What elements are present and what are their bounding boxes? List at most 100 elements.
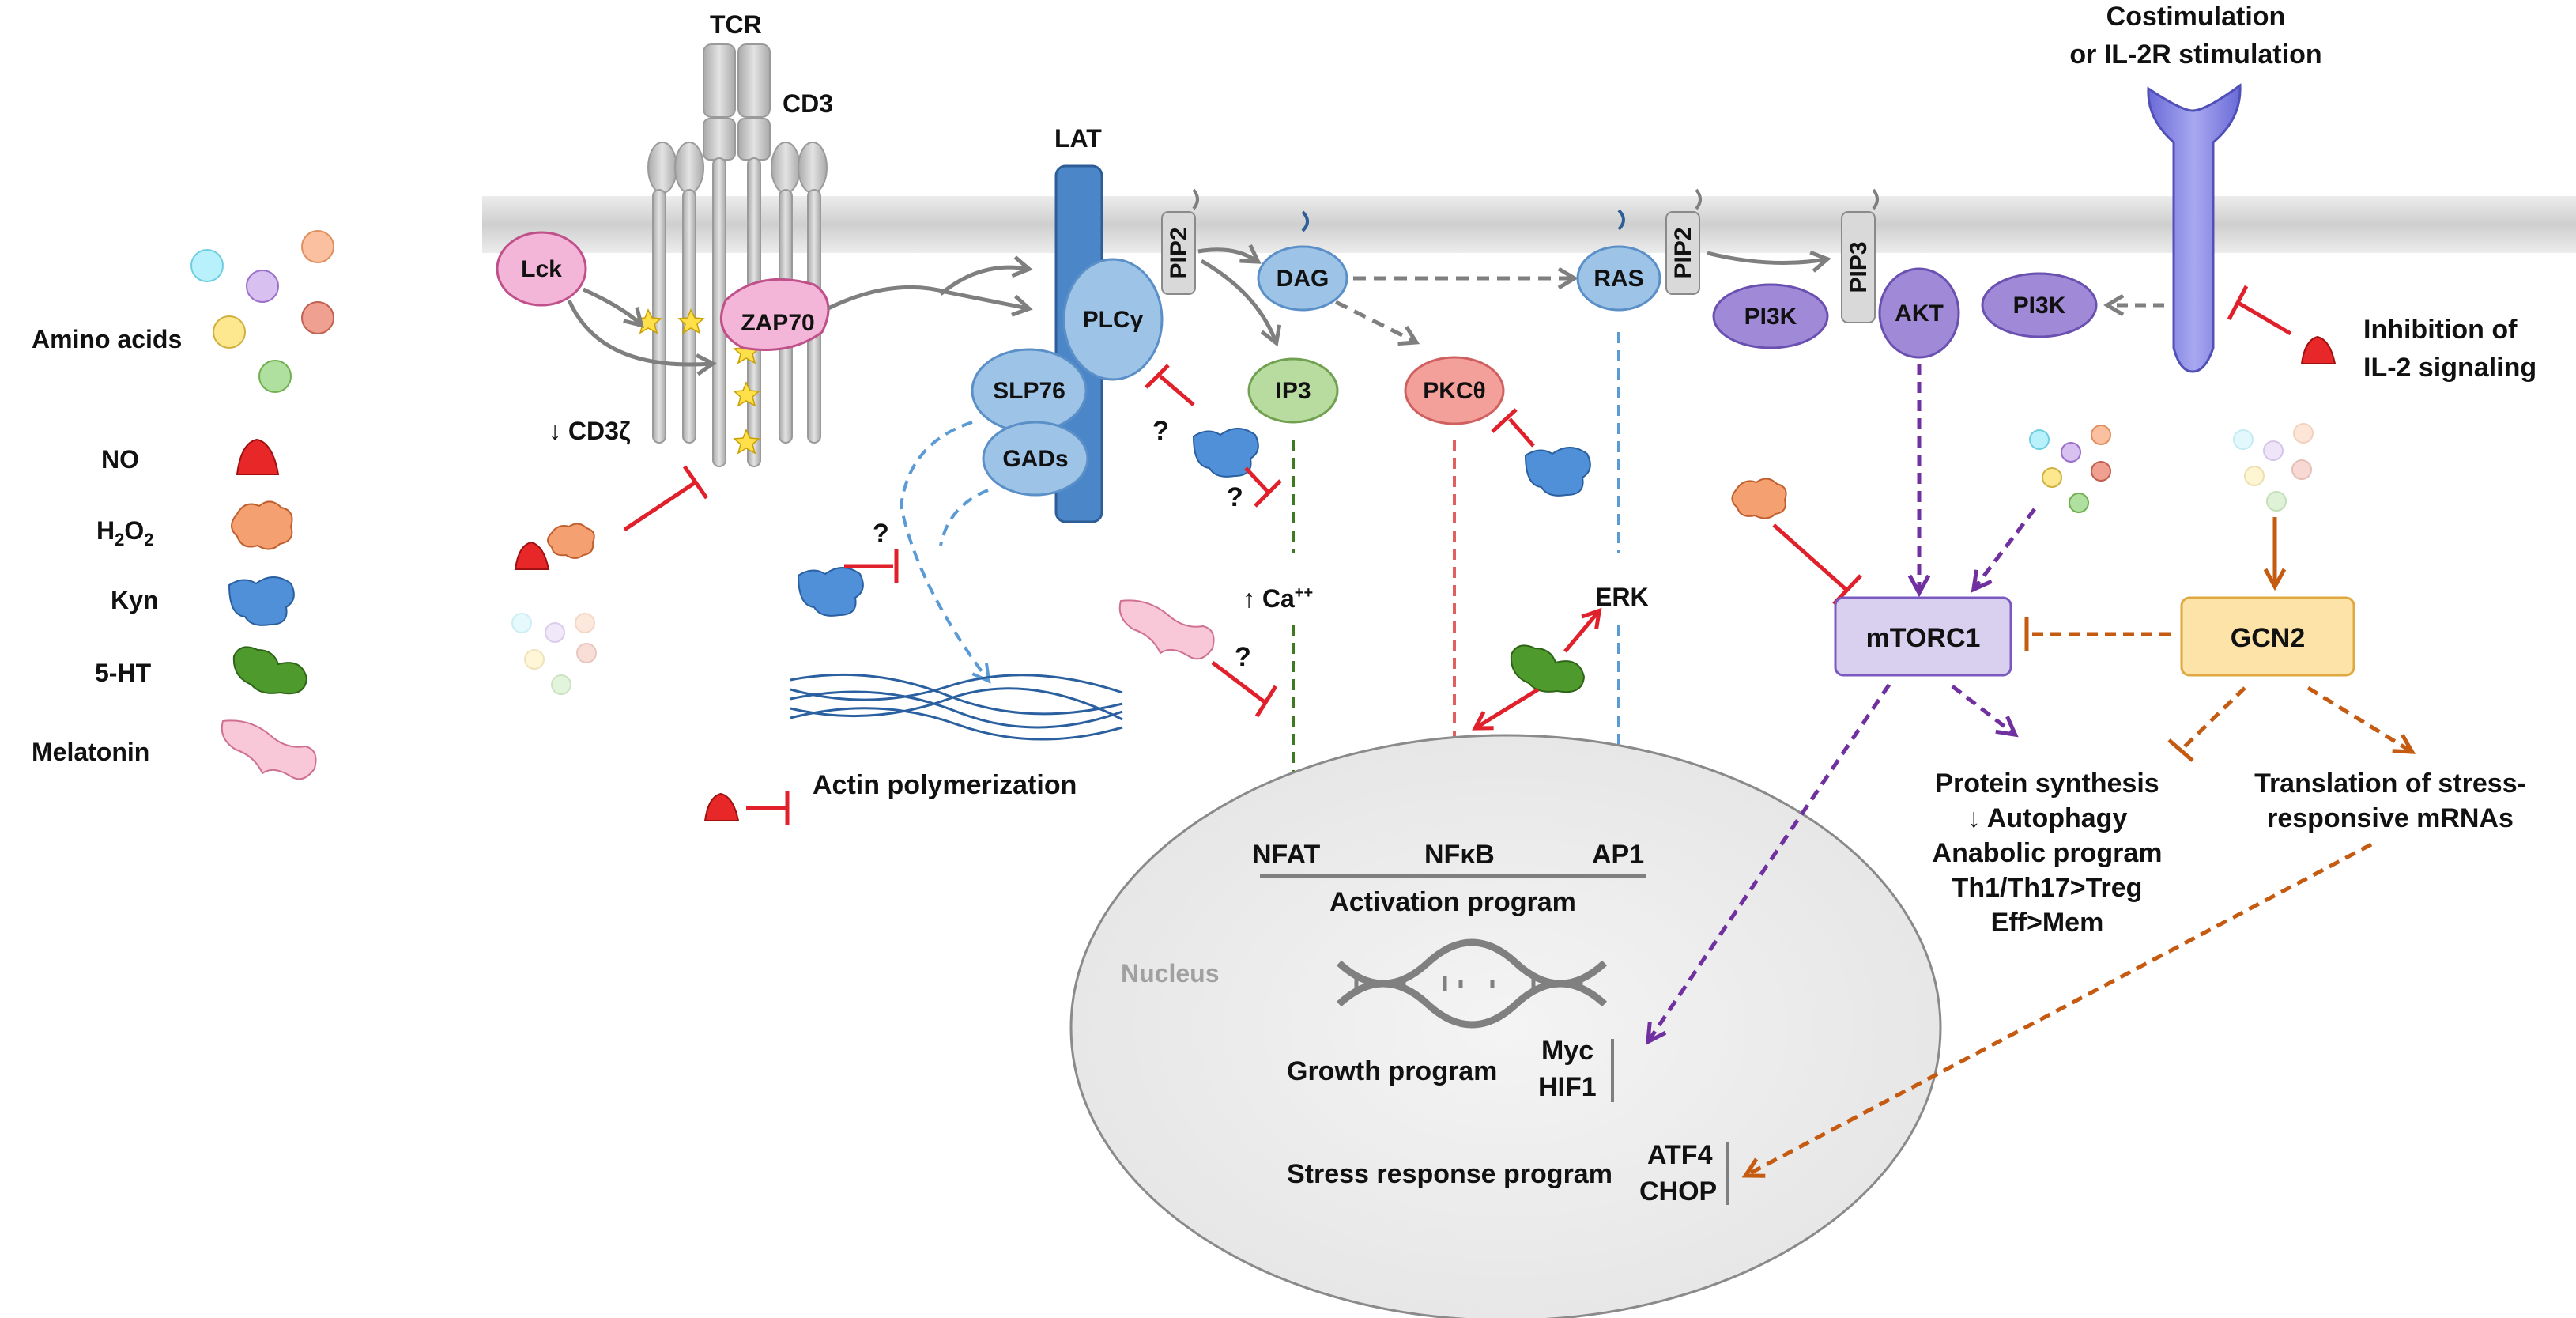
pi3k-label: PI3K: [1744, 304, 1797, 330]
lck-node: [496, 231, 587, 307]
amino-acid-dot: [2061, 442, 2081, 463]
pi3k-node: [1981, 272, 2098, 338]
pkc-node: [1404, 356, 1505, 425]
inhibition-bar: [682, 465, 709, 500]
melatonin-ca-inhibition: [1211, 661, 1266, 704]
pip2-to-dag-arrow: [1197, 250, 1257, 261]
amino-acid-dot: [511, 613, 532, 633]
itam-star-icon: [733, 429, 760, 455]
h2o2-icon: [547, 523, 595, 559]
pi3k-node: [1712, 283, 1829, 349]
lck-label: Lck: [521, 256, 562, 282]
pip3-headgroup: [1872, 188, 1879, 210]
inhibition-bar: [2167, 738, 2194, 762]
plcg-label: PLCγ: [1083, 307, 1144, 333]
akt-label: AKT: [1895, 300, 1944, 327]
cd3-domain: [647, 142, 677, 194]
mtorc1-node: [1834, 596, 2012, 677]
inhibition-bar: [1145, 364, 1170, 389]
no-icon: [236, 438, 280, 475]
il2r-receptor: [2147, 83, 2242, 373]
hif1-label: HIF1: [1538, 1072, 1597, 1102]
amino-acid-dot: [524, 649, 545, 670]
slp76-to-actin-arrow: [899, 421, 988, 680]
actin-label: Actin polymerization: [813, 770, 1077, 800]
tcr-cd3-complex: TCR CD3: [635, 10, 833, 467]
amino-acid-dot: [2091, 425, 2111, 445]
itam-star-icon: [677, 308, 705, 334]
tcr-beta-chain: [737, 43, 771, 118]
question-mark: ?: [1235, 642, 1251, 672]
pkc-label: PKCθ: [1423, 378, 1486, 404]
nucleus-label: Nucleus: [1121, 959, 1219, 988]
akt-node: [1878, 267, 1960, 359]
amino-acid-dot: [2266, 491, 2287, 512]
cd3-label: CD3: [783, 89, 833, 118]
amino-acid-dot: [301, 230, 334, 263]
atf4-label: ATF4: [1647, 1140, 1713, 1170]
lck-to-itam-arrow: [582, 287, 640, 324]
ca-label: ↑ Ca++: [1243, 584, 1313, 613]
stress-program: Stress response program: [1287, 1159, 1612, 1189]
itam-star-icon: [733, 381, 760, 407]
gads-node: [982, 421, 1089, 497]
gads-to-actin-branch: [939, 489, 989, 546]
amino-acid-dot: [2263, 440, 2284, 461]
ip3-label: IP3: [1275, 378, 1311, 404]
cd3zeta-inhibition: [623, 480, 697, 532]
il2-inhibition: [2235, 300, 2292, 336]
plasma-membrane: [482, 196, 2576, 253]
mtor-output: ↓ Autophagy: [1967, 803, 2128, 833]
serotonin-icon: [1510, 644, 1586, 693]
erk-label: ERK: [1595, 583, 1649, 611]
gcn2-output-1: Translation of stress-: [2254, 769, 2526, 799]
pip2-headgroup: [1695, 188, 1702, 210]
amino-acid-dot: [551, 674, 571, 695]
ras-node: [1576, 245, 1661, 312]
h2o2-icon: [1731, 478, 1787, 519]
slp76-label: SLP76: [993, 378, 1065, 404]
tf-ap1: AP1: [1592, 840, 1644, 870]
growth-program: Growth program: [1287, 1056, 1497, 1086]
pip2-label: PIP2: [1166, 227, 1192, 278]
translation-to-stress-arrow: [1741, 842, 2373, 1178]
serotonin-to-erk-arrow: [1563, 612, 1598, 653]
pip3-node: [1841, 211, 1876, 323]
zap70-to-plcg-arrow: [939, 267, 1028, 296]
pip2-to-ip3-arrow: [1200, 259, 1276, 342]
ras-label: RAS: [1593, 266, 1643, 292]
legend-5ht: 5-HT: [95, 659, 152, 687]
cd3-domain: [674, 142, 704, 194]
h2o2-mtorc1-inhibition: [1772, 523, 1848, 591]
amino-acid-dot: [213, 315, 246, 349]
lat-label: LAT: [1054, 124, 1102, 153]
mtor-output: Eff>Mem: [1991, 908, 2104, 938]
nucleus: [1069, 734, 1942, 1318]
tcr-alpha-chain: [703, 43, 736, 118]
kyn-plcg-inhibition: [1159, 375, 1195, 406]
amino-acid-dot: [246, 270, 279, 303]
amino-acid-dot: [301, 301, 334, 334]
tcr-beta-const: [737, 118, 771, 161]
mtorc1-to-outputs-arrow: [1951, 685, 2019, 738]
legend: Amino acids NO H2O2 Kyn 5-HT Melatonin: [32, 230, 334, 780]
cd3-domain: [771, 142, 801, 194]
ip3-node: [1247, 357, 1339, 424]
no-icon: [703, 792, 740, 821]
zap70-label: ZAP70: [741, 310, 814, 336]
kyn-pkc-inhibition: [1508, 417, 1535, 448]
mtor-output: Th1/Th17>Treg: [1952, 873, 2143, 903]
pip2-node: [1665, 211, 1700, 295]
gcn2-node: [2180, 596, 2355, 677]
legend-amino-acids: Amino acids: [32, 325, 182, 353]
chop-label: CHOP: [1639, 1176, 1717, 1207]
plcg-node: [1062, 258, 1164, 381]
no-icon: [514, 541, 550, 570]
legend-no: NO: [101, 445, 139, 474]
mtor-output: Anabolic program: [1933, 838, 2163, 868]
faded-amino-acids: [2233, 423, 2314, 512]
legend-kyn: Kyn: [111, 586, 158, 614]
amino-acid-dot: [2091, 461, 2111, 482]
serotonin-icon: [232, 646, 308, 695]
